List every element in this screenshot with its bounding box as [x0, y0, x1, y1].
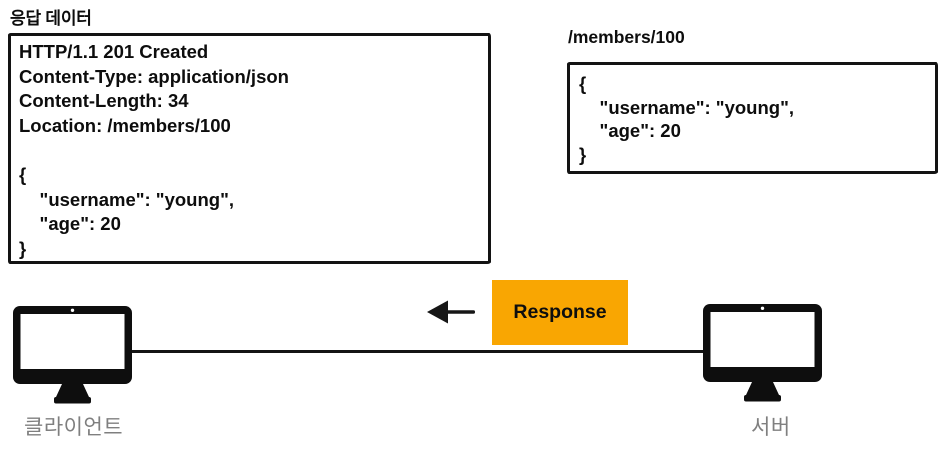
page-title: 응답 데이터: [10, 9, 92, 28]
client-monitor-icon: [13, 306, 132, 404]
server-monitor-icon: [703, 304, 822, 402]
http-response-box: HTTP/1.1 201 Created Content-Type: appli…: [8, 33, 491, 264]
json-body-line: }: [19, 237, 27, 259]
response-badge-label: Response: [513, 301, 607, 323]
blank-line: [19, 138, 480, 163]
http-header-line: Content-Length: 34: [19, 90, 189, 112]
resource-json-box: { "username": "young", "age": 20 }: [567, 62, 938, 174]
http-header-line: Content-Type: application/json: [19, 65, 289, 87]
http-header-line: Location: /members/100: [19, 114, 231, 136]
json-body-line: "username": "young",: [19, 188, 234, 210]
server-label: 서버: [751, 416, 791, 439]
json-body-line: "age": 20: [19, 213, 121, 235]
client-label: 클라이언트: [24, 416, 124, 439]
json-body-line: "username": "young",: [579, 96, 794, 118]
response-badge: Response: [492, 280, 628, 345]
json-body-line: "age": 20: [579, 120, 681, 141]
arrow-left-icon: [427, 300, 475, 324]
client-server-connection-line: [131, 349, 705, 354]
json-body-line: {: [19, 163, 27, 185]
json-body-line: {: [579, 73, 587, 94]
http-status-line: HTTP/1.1 201 Created: [19, 41, 209, 62]
resource-path-label: /members/100: [568, 27, 685, 47]
json-body-line: }: [579, 143, 587, 165]
